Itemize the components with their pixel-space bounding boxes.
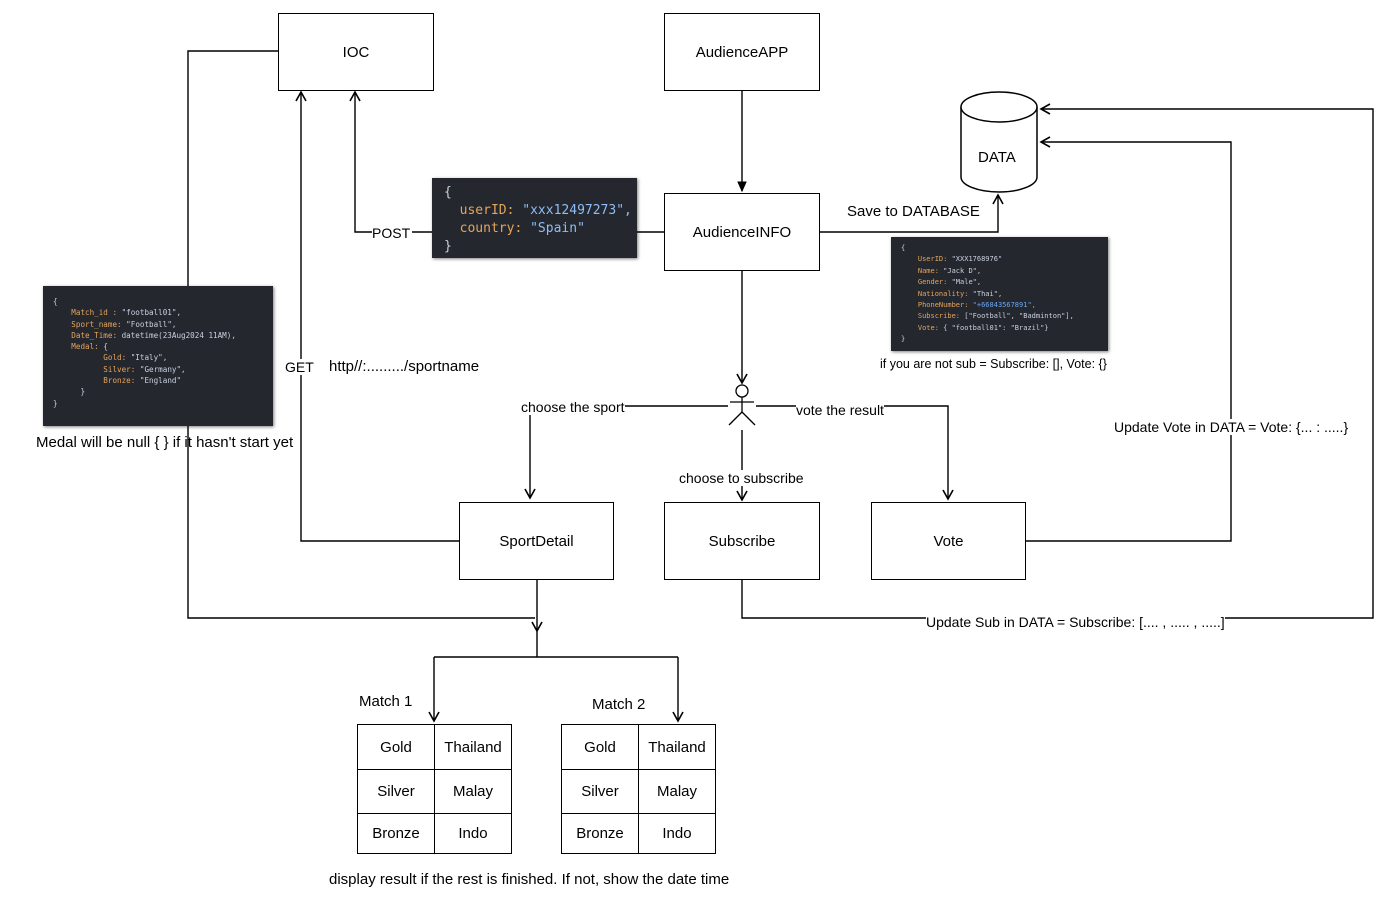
post-label: POST xyxy=(372,225,411,241)
match2-medal-table: Gold Thailand Silver Malay Bronze Indo xyxy=(561,724,716,854)
country-cell: Indo xyxy=(434,813,512,854)
audience-app-label: AudienceAPP xyxy=(695,43,789,61)
data-db-label: DATA xyxy=(978,149,1016,166)
database-cylinder-icon xyxy=(960,91,1038,193)
medal-cell: Gold xyxy=(561,724,639,770)
ioc-label: IOC xyxy=(342,43,370,61)
medal-cell: Bronze xyxy=(357,813,435,854)
medal-null-note: Medal will be null { } if it hasn't star… xyxy=(36,434,294,451)
table-row: Bronze Indo xyxy=(357,813,512,854)
medal-cell: Silver xyxy=(561,769,639,814)
subscribe-label: Subscribe xyxy=(708,532,776,550)
country-cell: Malay xyxy=(638,769,716,814)
update-sub-label: Update Sub in DATA = Subscribe: [.... , … xyxy=(926,614,1225,630)
country-cell: Malay xyxy=(434,769,512,814)
not-sub-note: if you are not sub = Subscribe: [], Vote… xyxy=(880,357,1107,371)
table-row: Silver Malay xyxy=(357,769,512,814)
edge-sport-get-ioc xyxy=(295,90,459,542)
country-cell: Thailand xyxy=(638,724,716,770)
user-actor-icon xyxy=(728,384,756,426)
medal-cell: Silver xyxy=(357,769,435,814)
sport-detail-code: { Match_id : "football01", Sport_name: "… xyxy=(43,286,273,426)
vote-node: Vote xyxy=(871,502,1026,580)
sport-detail-node: SportDetail xyxy=(459,502,614,580)
edge-sub-to-data xyxy=(741,103,1374,619)
audience-info-label: AudienceINFO xyxy=(692,223,792,241)
edge-vote-to-data xyxy=(1026,136,1232,542)
audience-info-node: AudienceINFO xyxy=(664,193,820,271)
edge-info-to-data xyxy=(820,193,1004,233)
subscribe-node: Subscribe xyxy=(664,502,820,580)
table-row: Gold Thailand xyxy=(357,724,512,770)
update-vote-label: Update Vote in DATA = Vote: {... : .....… xyxy=(1114,419,1349,435)
country-cell: Thailand xyxy=(434,724,512,770)
save-db-label: Save to DATABASE xyxy=(847,203,980,220)
display-result-note: display result if the rest is finished. … xyxy=(329,871,730,888)
vote-label: Vote xyxy=(933,532,964,550)
match1-title: Match 1 xyxy=(359,693,413,710)
endpoint-label: http//:........./sportname xyxy=(329,358,480,375)
post-payload-code: { userID: "xxx12497273", country: "Spain… xyxy=(432,178,637,258)
country-cell: Indo xyxy=(638,813,716,854)
edge-match-split xyxy=(434,631,678,658)
choose-subscribe-label: choose to subscribe xyxy=(679,470,804,486)
match2-title: Match 2 xyxy=(592,696,646,713)
table-row: Gold Thailand xyxy=(561,724,716,770)
audience-app-node: AudienceAPP xyxy=(664,13,820,91)
medal-cell: Bronze xyxy=(561,813,639,854)
match1-medal-table: Gold Thailand Silver Malay Bronze Indo xyxy=(357,724,512,854)
get-label: GET xyxy=(285,359,314,375)
medal-cell: Gold xyxy=(357,724,435,770)
vote-result-label: vote the result xyxy=(796,402,884,418)
ioc-node: IOC xyxy=(278,13,434,91)
choose-sport-label: choose the sport xyxy=(521,399,625,415)
sport-detail-label: SportDetail xyxy=(499,532,574,550)
table-row: Silver Malay xyxy=(561,769,716,814)
table-row: Bronze Indo xyxy=(561,813,716,854)
user-record-code: { UserID: "XXX1768976" Name: "Jack D", G… xyxy=(891,237,1108,351)
